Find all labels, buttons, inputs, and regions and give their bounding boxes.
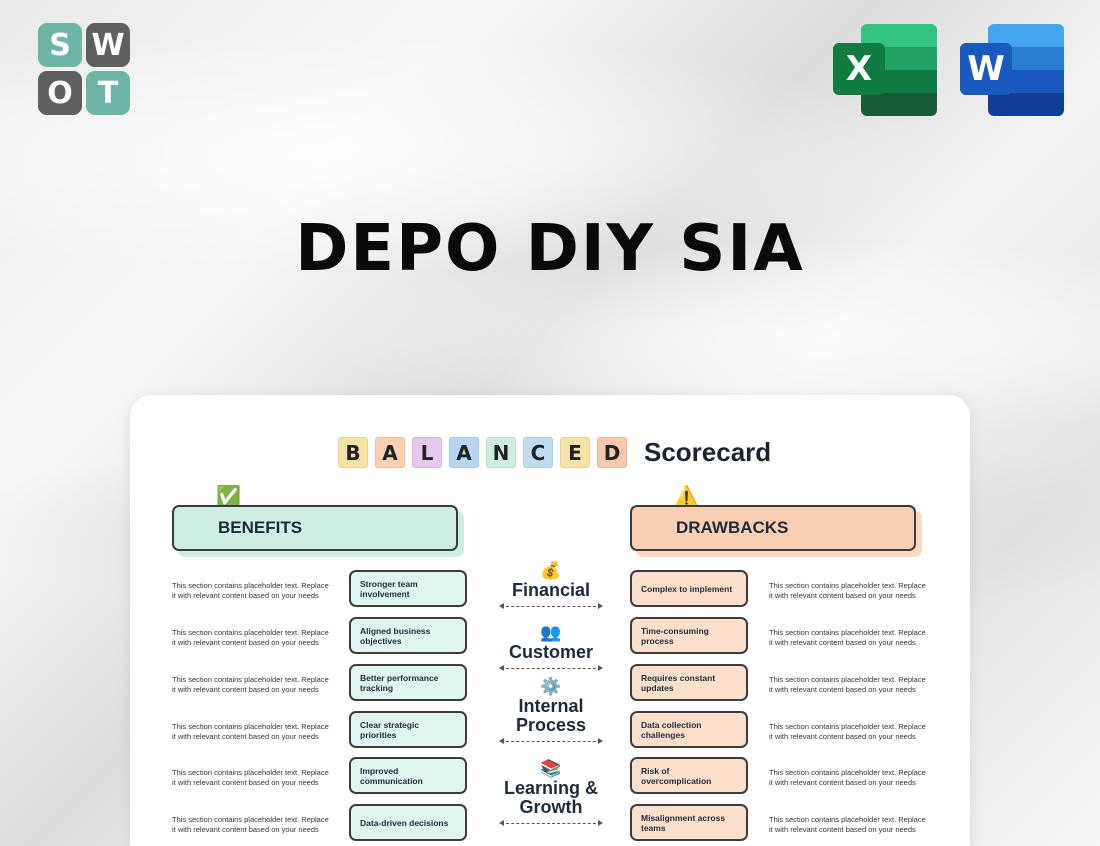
benefit-item: Better performance tracking [349,664,467,701]
benefit-item: Clear strategic priorities [349,711,467,748]
placeholder-line: it with relevant content based on your n… [172,638,319,647]
page-title: DEPO DIY SIA [295,212,805,286]
placeholder-line: This section contains placeholder text. … [172,768,329,777]
benefit-item: Improved communication [349,757,467,794]
swot-letter-s: S [38,23,82,67]
title-letter: D [597,437,627,468]
placeholder-line: it with relevant content based on your n… [769,778,916,787]
placeholder-line: it with relevant content based on your n… [172,732,319,741]
perspective-label: Financial [511,580,591,600]
benefit-item: Data-driven decisions [349,804,467,841]
perspective-learning-growth: 📚Learning & Growth [496,759,606,827]
drawback-description: This section contains placeholder text. … [769,768,934,788]
benefit-description: This section contains placeholder text. … [172,815,337,835]
word-letter: W [960,43,1012,95]
scorecard-word: Scorecard [644,437,772,467]
title-letter: A [375,437,405,468]
drawback-description: This section contains placeholder text. … [769,675,934,695]
placeholder-line: This section contains placeholder text. … [172,581,329,590]
placeholder-line: This section contains placeholder text. … [769,581,926,590]
placeholder-line: This section contains placeholder text. … [769,722,926,731]
benefit-description: This section contains placeholder text. … [172,675,337,695]
drawback-item: Misalignment across teams [630,804,748,841]
placeholder-line: it with relevant content based on your n… [172,778,319,787]
perspective-label: Customer [508,642,593,662]
drawback-item: Time-consuming process [630,617,748,654]
excel-icon: X [833,24,937,116]
gear-icon: ⚙️ [540,677,562,696]
books-icon: 📚 [540,759,562,778]
double-arrow-icon [499,603,603,613]
drawback-description: This section contains placeholder text. … [769,628,934,648]
double-arrow-icon [499,738,603,748]
title-letter: E [560,437,590,468]
placeholder-line: it with relevant content based on your n… [769,591,916,600]
placeholder-line: it with relevant content based on your n… [172,825,319,834]
money-bag-icon: 💰 [540,561,562,580]
title-letter: L [412,437,442,468]
benefit-item: Aligned business objectives [349,617,467,654]
checkmark-icon: ✅ [216,486,241,508]
benefit-item: Stronger team involvement [349,570,467,607]
swot-letter-t: T [86,71,130,115]
drawback-description: This section contains placeholder text. … [769,581,934,601]
title-letter: B [338,437,368,468]
perspective-label: Learning & Growth [503,778,598,817]
drawback-item: Complex to implement [630,570,748,607]
drawback-description: This section contains placeholder text. … [769,815,934,835]
double-arrow-icon [499,820,603,830]
placeholder-line: it with relevant content based on your n… [769,825,916,834]
placeholder-line: it with relevant content based on your n… [769,685,916,694]
double-arrow-icon [499,665,603,675]
placeholder-line: it with relevant content based on your n… [172,591,319,600]
benefits-header: BENEFITS [172,505,458,551]
placeholder-line: it with relevant content based on your n… [769,638,916,647]
placeholder-line: This section contains placeholder text. … [172,722,329,731]
placeholder-line: This section contains placeholder text. … [172,628,329,637]
placeholder-line: This section contains placeholder text. … [172,815,329,824]
title-letter: C [523,437,553,468]
perspective-internal-process: ⚙️Internal Process [496,677,606,745]
perspective-financial: 💰Financial [496,561,606,610]
benefit-description: This section contains placeholder text. … [172,628,337,648]
placeholder-line: This section contains placeholder text. … [769,815,926,824]
drawback-item: Risk of overcomplication [630,757,748,794]
perspective-label: Internal Process [515,696,587,735]
placeholder-line: This section contains placeholder text. … [172,675,329,684]
placeholder-line: This section contains placeholder text. … [769,628,926,637]
drawback-item: Requires constant updates [630,664,748,701]
benefit-description: This section contains placeholder text. … [172,722,337,742]
title-letter: N [486,437,516,468]
swot-letter-w: W [86,23,130,67]
perspective-customer: 👥Customer [496,623,606,672]
people-icon: 👥 [540,623,562,642]
placeholder-line: it with relevant content based on your n… [172,685,319,694]
warning-icon: ⚠️ [674,486,699,508]
title-letter: A [449,437,479,468]
drawback-item: Data collection challenges [630,711,748,748]
drawbacks-header: DRAWBACKS [630,505,916,551]
benefit-description: This section contains placeholder text. … [172,768,337,788]
benefit-description: This section contains placeholder text. … [172,581,337,601]
placeholder-line: This section contains placeholder text. … [769,675,926,684]
excel-letter: X [833,43,885,95]
swot-logo: S W O T [38,23,130,115]
placeholder-line: it with relevant content based on your n… [769,732,916,741]
swot-letter-o: O [38,71,82,115]
drawback-description: This section contains placeholder text. … [769,722,934,742]
word-icon: W [960,24,1064,116]
placeholder-line: This section contains placeholder text. … [769,768,926,777]
